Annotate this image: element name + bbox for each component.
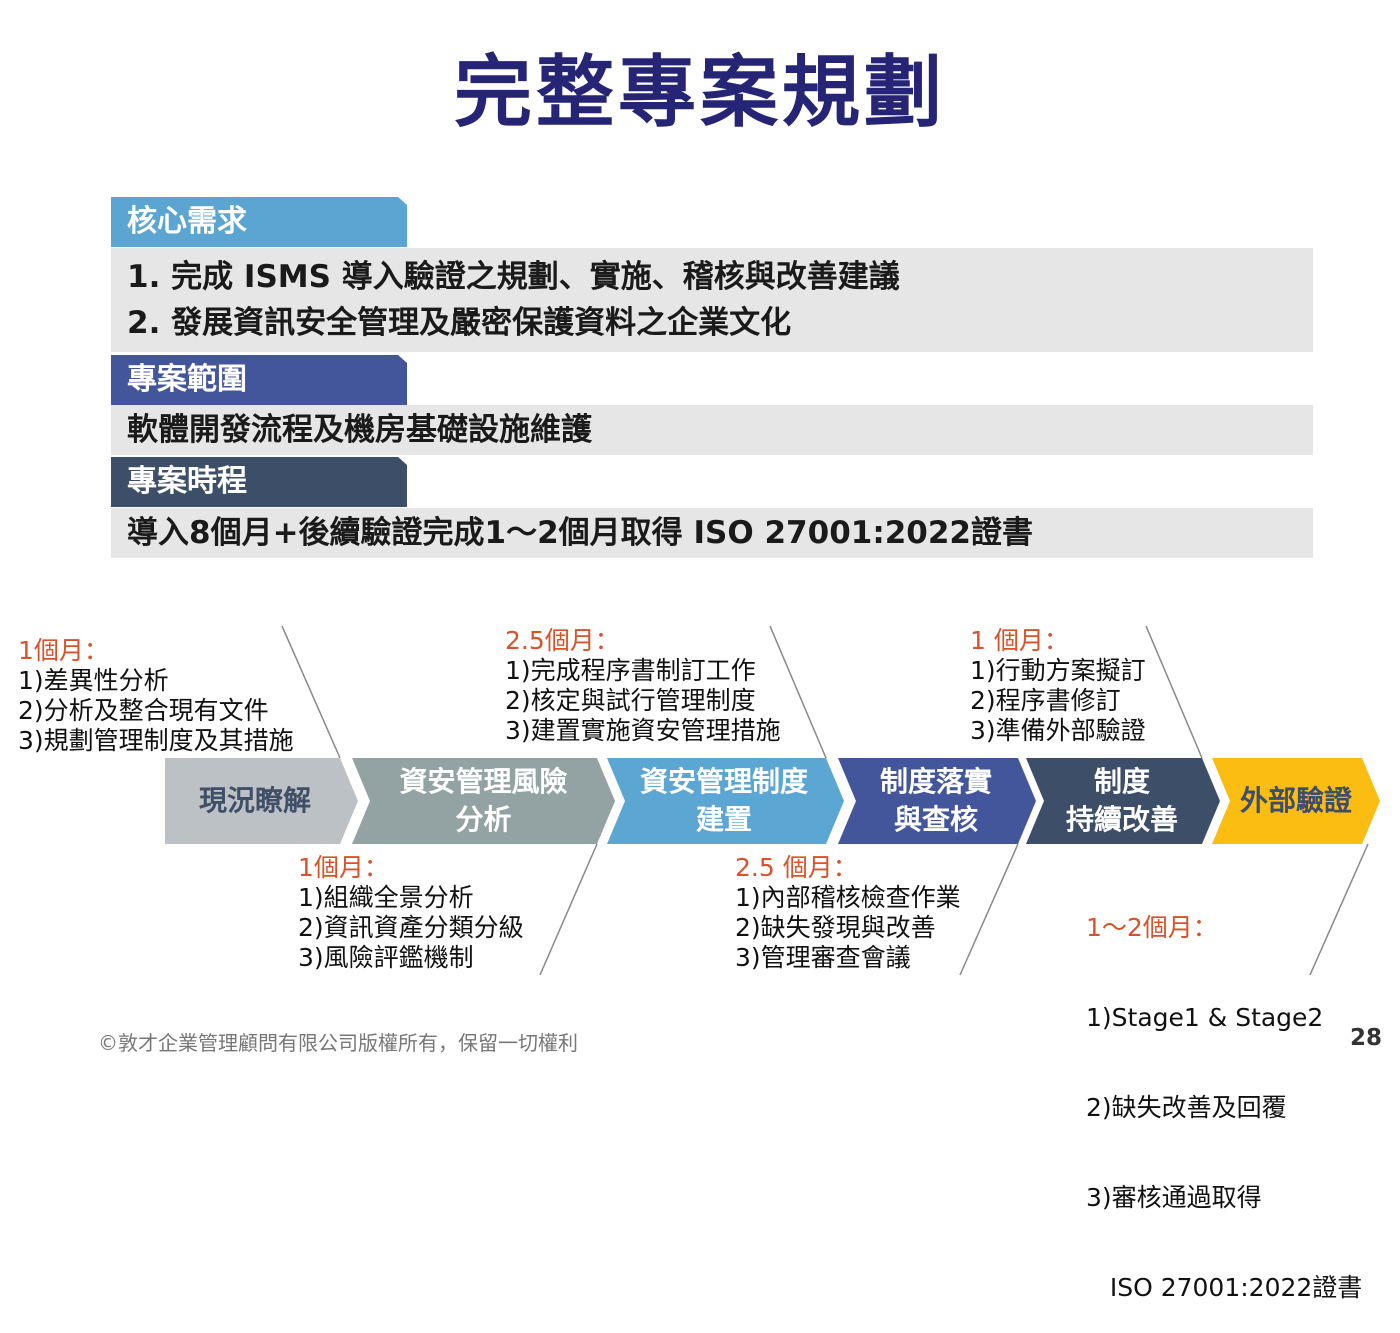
note-item: 2)資訊資產分類分級: [298, 913, 524, 942]
stage-label-line1: 制度: [1093, 765, 1150, 798]
stage-label: 資安管理風險 分析: [370, 758, 597, 844]
stage-label-line2: 持續改善: [1065, 803, 1178, 836]
copyright-footer: ©敦才企業管理顧問有限公司版權所有，保留一切權利: [98, 1031, 578, 1055]
note-item: 1)Stage1 & Stage2: [1086, 1003, 1324, 1032]
timeline-note-top: 1 個月： 1)行動方案擬訂 2)程序書修訂 3)準備外部驗證: [970, 626, 1146, 746]
stage-label-line2: 建置: [695, 803, 752, 836]
note-duration: 2.5個月：: [505, 626, 620, 655]
stage-label-line1: 外部驗證: [1239, 784, 1352, 817]
connector-line: [281, 625, 341, 759]
note-duration: 1個月：: [18, 636, 109, 665]
note-item: 3)風險評鑑機制: [298, 943, 474, 972]
core-requirement-line: 2. 發展資訊安全管理及嚴密保護資料之企業文化: [127, 305, 792, 341]
stage-label-line2: 分析: [455, 803, 512, 836]
note-item: 3)規劃管理制度及其措施: [18, 726, 294, 755]
note-duration: 1個月：: [298, 853, 389, 882]
timeline-note-top: 2.5個月： 1)完成程序書制訂工作 2)核定與試行管理制度 3)建置實施資安管…: [505, 626, 781, 746]
core-requirements-box: 1. 完成 ISMS 導入驗證之規劃、實施、稽核與改善建議 2. 發展資訊安全管…: [111, 248, 1313, 352]
page-number: 28: [1349, 1025, 1382, 1051]
project-schedule-line: 導入8個月+後續驗證完成1～2個月取得 ISO 27001:2022證書: [127, 515, 1034, 551]
project-scope-header: 專案範圍: [111, 355, 407, 405]
note-item: 3)審核通過取得: [1086, 1183, 1262, 1212]
timeline-note-bottom: 1個月： 1)組織全景分析 2)資訊資產分類分級 3)風險評鑑機制: [298, 853, 524, 973]
stage-chevron-improvement: [1026, 758, 1220, 844]
note-item: 2)缺失發現與改善: [735, 913, 936, 942]
note-item: 2)核定與試行管理制度: [505, 686, 756, 715]
stage-label-line1: 資安管理風險: [399, 765, 568, 798]
project-scope-line: 軟體開發流程及機房基礎設施維護: [127, 412, 592, 448]
note-item: 1)差異性分析: [18, 666, 169, 695]
stage-label: 現況瞭解: [165, 758, 345, 844]
connector-line: [539, 843, 598, 976]
note-duration: 2.5 個月：: [735, 853, 858, 882]
stage-label-line2: 與查核: [893, 803, 978, 836]
project-scope-box: 軟體開發流程及機房基礎設施維護: [111, 405, 1313, 455]
core-requirements-header: 核心需求: [111, 197, 407, 247]
note-item: ISO 27001:2022證書: [1086, 1273, 1363, 1302]
stage-label: 外部驗證: [1226, 758, 1366, 844]
connector-line: [1145, 625, 1203, 759]
note-item: 1)組織全景分析: [298, 883, 474, 912]
note-item: 3)管理審查會議: [735, 943, 911, 972]
stage-label: 資安管理制度 建置: [622, 758, 826, 844]
stage-label: 制度落實 與查核: [852, 758, 1020, 844]
note-duration: 1 個月：: [970, 626, 1069, 655]
timeline-note-bottom: 2.5 個月： 1)內部稽核檢查作業 2)缺失發現與改善 3)管理審查會議: [735, 853, 961, 973]
note-duration: 1～2個月：: [1086, 913, 1218, 942]
project-schedule-header: 專案時程: [111, 457, 407, 507]
stage-chevron-risk-analysis: [352, 758, 615, 844]
note-item: 1)行動方案擬訂: [970, 656, 1146, 685]
stage-label: 制度 持續改善: [1040, 758, 1204, 844]
timeline-note-bottom: 1～2個月： 1)Stage1 & Stage2 2)缺失改善及回覆 3)審核通…: [1086, 853, 1362, 1333]
timeline-note-top: 1個月： 1)差異性分析 2)分析及整合現有文件 3)規劃管理制度及其措施: [18, 636, 294, 756]
note-item: 2)分析及整合現有文件: [18, 696, 269, 725]
connector-line: [959, 843, 1019, 976]
project-schedule-box: 導入8個月+後續驗證完成1～2個月取得 ISO 27001:2022證書: [111, 508, 1313, 558]
stage-chevron-external-certification: [1212, 758, 1380, 844]
core-requirement-line: 1. 完成 ISMS 導入驗證之規劃、實施、稽核與改善建議: [127, 259, 900, 295]
stage-label-line1: 現況瞭解: [198, 784, 311, 817]
note-item: 2)缺失改善及回覆: [1086, 1093, 1287, 1122]
note-item: 3)準備外部驗證: [970, 716, 1146, 745]
note-item: 2)程序書修訂: [970, 686, 1121, 715]
page-title: 完整專案規劃: [453, 48, 946, 138]
process-flow-diagram: [165, 625, 1380, 976]
stage-chevron-system-build: [607, 758, 844, 844]
stage-label-line1: 資安管理制度: [639, 765, 808, 798]
connector-line: [769, 625, 827, 759]
note-item: 1)完成程序書制訂工作: [505, 656, 756, 685]
connector-line: [1309, 843, 1369, 976]
note-item: 1)內部稽核檢查作業: [735, 883, 961, 912]
stage-chevron-audit: [838, 758, 1036, 844]
stage-chevron-current-status: [165, 758, 358, 844]
stage-label-line1: 制度落實: [879, 765, 992, 798]
note-item: 3)建置實施資安管理措施: [505, 716, 781, 745]
